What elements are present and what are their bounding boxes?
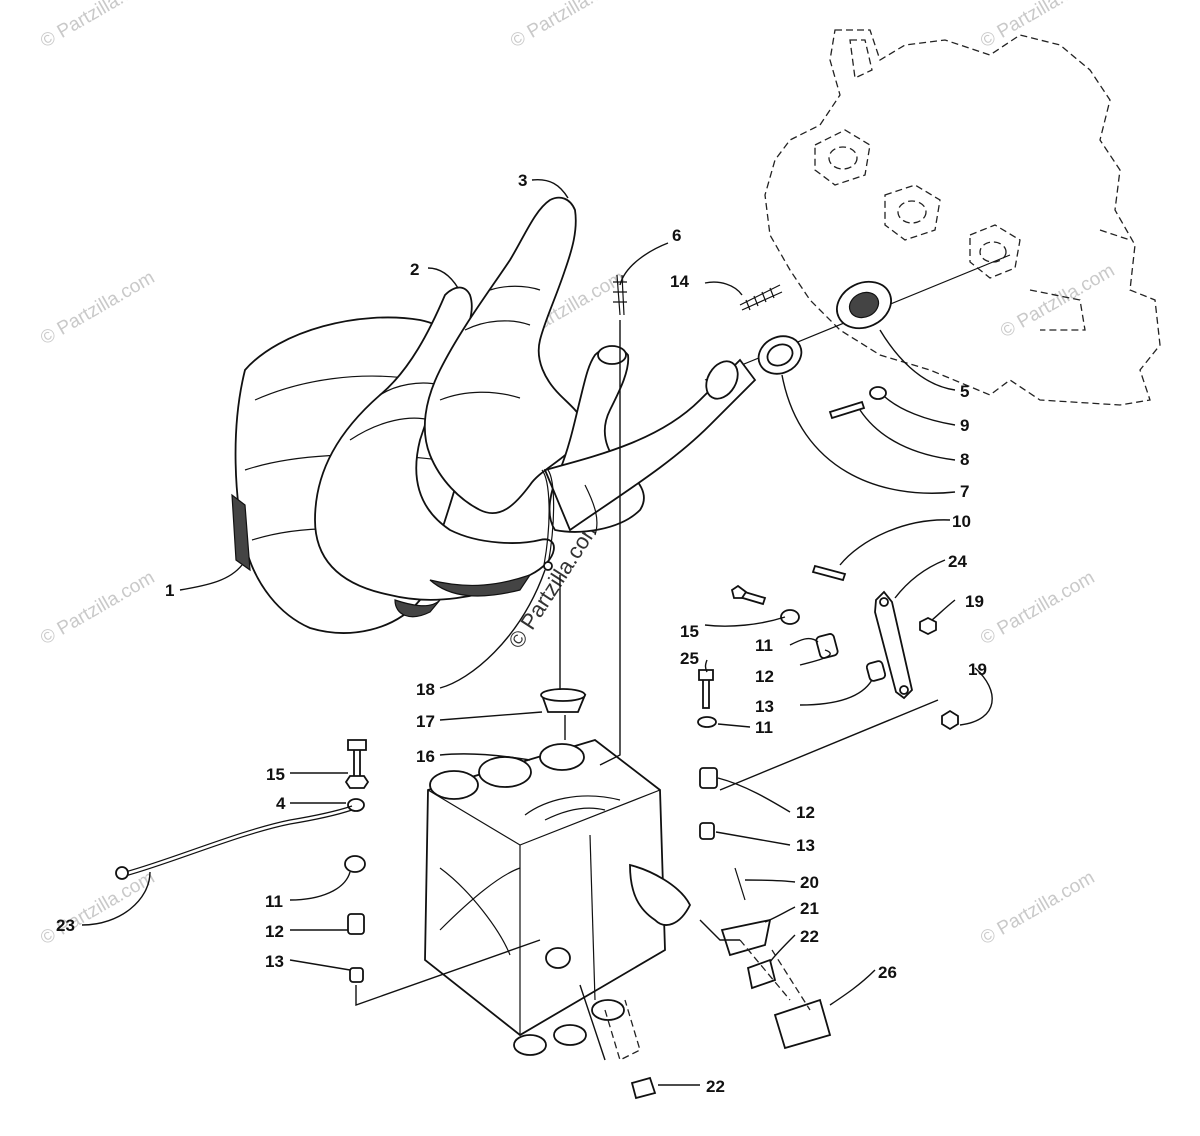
engine-outline	[764, 29, 1161, 406]
callout-10: 10	[952, 512, 971, 531]
watermark: © Partzilla.com	[507, 0, 628, 52]
callout-25: 25	[680, 649, 699, 668]
exhaust-flange	[757, 280, 892, 375]
callout-14: 14	[670, 272, 689, 291]
watermark: © Partzilla.com	[977, 0, 1098, 52]
callout-12-right: 12	[796, 803, 815, 822]
callout-11-upper: 11	[755, 636, 773, 655]
mount-bracket	[874, 590, 913, 700]
callout-23: 23	[56, 916, 75, 935]
callout-22-right: 22	[800, 927, 819, 946]
callout-11-left: 11	[265, 892, 283, 911]
y-pipe	[543, 345, 757, 536]
watermark: © Partzilla.com	[997, 260, 1118, 342]
watermark: © Partzilla.com	[977, 567, 1098, 649]
tank-box	[424, 739, 692, 1056]
exhaust-pipe	[423, 196, 585, 515]
callouts: 1 2 3 4 5 6 7 8 9 10 11 11 11 12 12 12 1…	[56, 171, 987, 1096]
callout-22-bottom: 22	[706, 1077, 725, 1096]
callout-26: 26	[878, 963, 897, 982]
callout-8: 8	[960, 450, 969, 469]
watermark: © Partzilla.com	[977, 867, 1098, 949]
callout-16: 16	[416, 747, 435, 766]
callout-19-lower: 19	[968, 660, 987, 679]
watermark: © Partzilla.com	[37, 267, 158, 349]
springs	[541, 274, 783, 571]
callout-9: 9	[960, 416, 969, 435]
hardware	[115, 564, 959, 1100]
watermark: © Partzilla.com	[37, 867, 158, 949]
callout-11-right: 11	[755, 718, 773, 737]
callout-5: 5	[960, 382, 969, 401]
callout-13-right: 13	[796, 836, 815, 855]
callout-15-left: 15	[266, 765, 285, 784]
callout-6: 6	[672, 226, 681, 245]
callout-21: 21	[800, 899, 819, 918]
callout-3: 3	[518, 171, 527, 190]
callout-12-upper: 12	[755, 667, 774, 686]
callout-24: 24	[948, 552, 967, 571]
callout-15-upper: 15	[680, 622, 699, 641]
watermark: © Partzilla.com	[37, 567, 158, 649]
callout-13-left: 13	[265, 952, 284, 971]
callout-12-left: 12	[265, 922, 284, 941]
callout-17: 17	[416, 712, 435, 731]
callout-4: 4	[276, 794, 286, 813]
callout-7: 7	[960, 482, 969, 501]
callout-13-upper: 13	[755, 697, 774, 716]
callout-2: 2	[410, 260, 419, 279]
callout-18: 18	[416, 680, 435, 699]
watermark: © Partzilla.com	[37, 0, 158, 52]
callout-1: 1	[165, 581, 174, 600]
leader-lines	[81, 178, 993, 1086]
callout-20: 20	[800, 873, 819, 892]
rubber-sleeve	[540, 688, 587, 713]
callout-19-upper: 19	[965, 592, 984, 611]
flange-bolt	[828, 386, 887, 420]
